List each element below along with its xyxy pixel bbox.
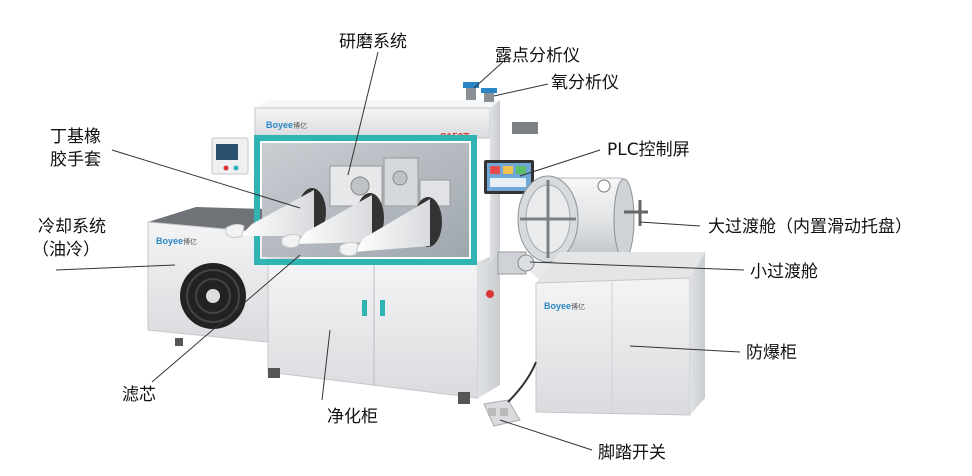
label-dewpoint-analyzer: 露点分析仪: [495, 46, 580, 66]
label-glove-line1: 丁基橡: [50, 127, 101, 147]
label-small-antechamber: 小过渡舱: [750, 262, 818, 282]
explosion-proof-cabinet: Boyee 博亿: [535, 252, 705, 416]
small-antechamber: [497, 251, 535, 275]
side-control-box: [211, 137, 249, 175]
plc-screen: [484, 160, 534, 194]
label-foot-switch: 脚踏开关: [598, 443, 666, 463]
grinding-system: [329, 157, 451, 207]
analyzers: [463, 82, 538, 134]
glove-ports: [225, 188, 442, 257]
label-cooling-line2: （油冷）: [32, 240, 100, 260]
cabinet-logo-cn: 博亿: [571, 302, 585, 311]
label-plc-screen: PLC控制屏: [607, 140, 690, 160]
label-large-antechamber: 大过渡舱（内置滑动托盘）: [708, 217, 912, 237]
glovebox-chamber: Boyee 博亿 S150T: [225, 100, 500, 265]
label-grinding-system: 研磨系统: [339, 32, 407, 52]
label-oxygen-analyzer: 氧分析仪: [551, 73, 619, 93]
label-filter: 滤芯: [122, 385, 156, 405]
cabinet-logo: Boyee: [544, 301, 571, 311]
label-explosion-cabinet: 防爆柜: [746, 343, 797, 363]
label-purifier: 净化柜: [327, 407, 378, 427]
cooling-logo-cn: 博亿: [183, 237, 197, 246]
label-cooling-line1: 冷却系统: [38, 217, 106, 237]
chamber-logo-cn: 博亿: [293, 121, 307, 130]
chamber-logo: Boyee: [266, 120, 293, 130]
leader-lines: [55, 51, 745, 451]
label-glove-line2: 胶手套: [50, 150, 101, 170]
foot-switch: [483, 361, 537, 427]
cooling-logo: Boyee: [156, 236, 183, 246]
purifier-cabinet: [267, 252, 500, 404]
